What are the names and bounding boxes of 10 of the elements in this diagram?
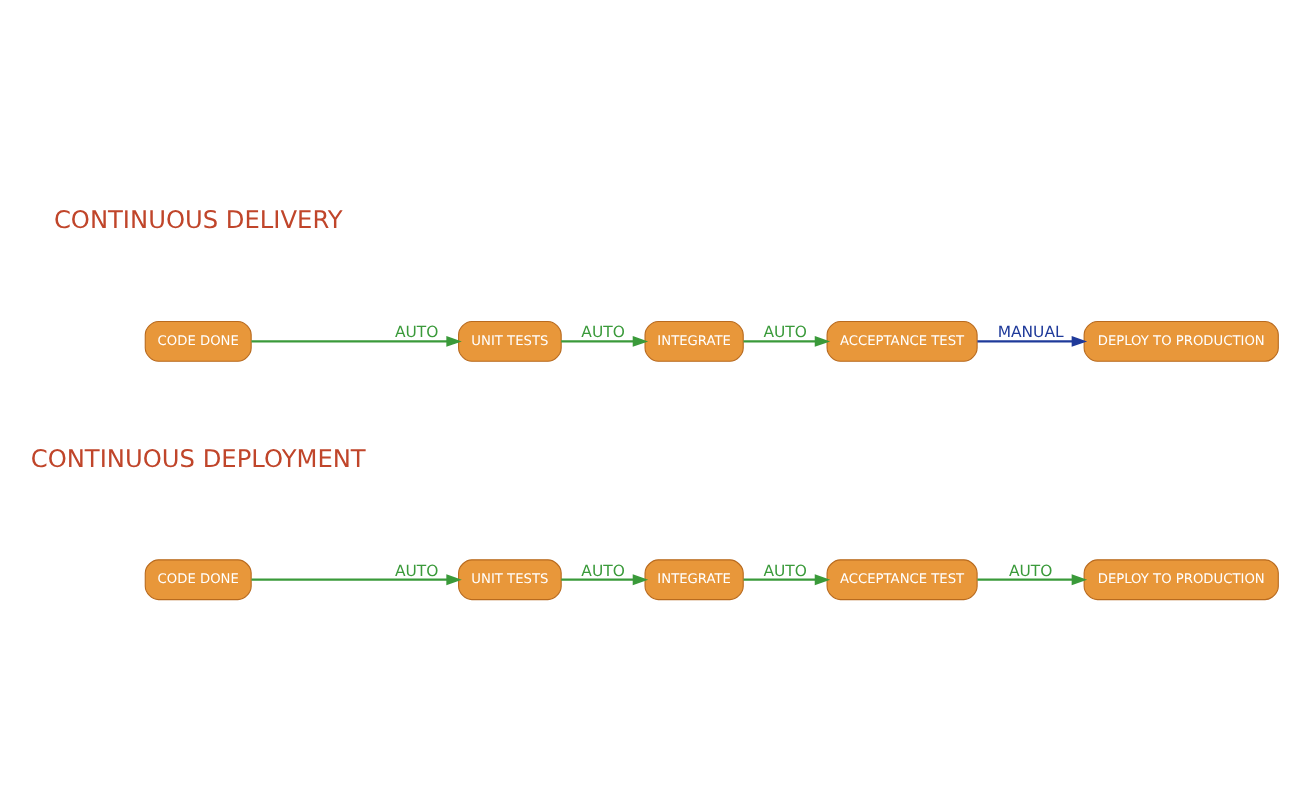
arrow — [561, 573, 649, 585]
arrow — [743, 335, 831, 346]
arrow — [977, 335, 1088, 346]
arrow — [561, 335, 649, 346]
arrow — [251, 335, 462, 346]
label: CONTINUOUS DEPLOYMENT — [30, 443, 366, 472]
label: CONTINUOUS DELIVERY — [53, 205, 343, 234]
arrow — [977, 573, 1088, 585]
arrow — [251, 573, 462, 585]
arrow — [743, 573, 831, 585]
